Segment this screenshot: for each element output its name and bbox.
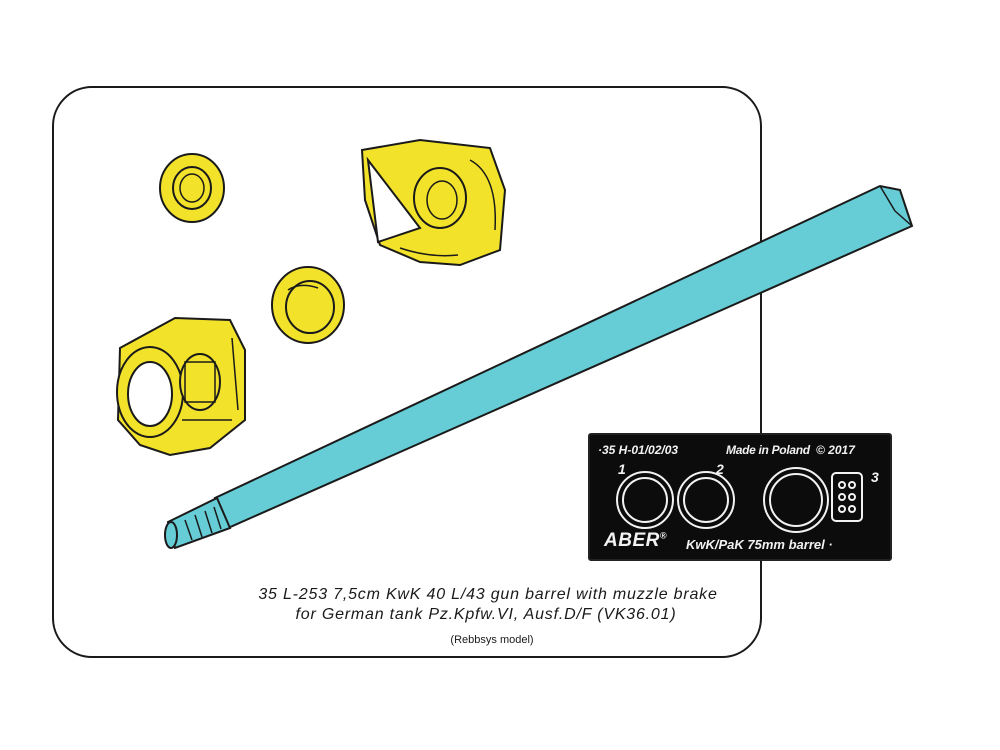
part-muzzle-brake-open <box>360 138 507 267</box>
fret-ring-1b <box>677 471 735 529</box>
fret-copyright: © 2017 <box>816 443 855 457</box>
fret-number-3: 3 <box>871 469 879 485</box>
fret-made-in: Made in Poland <box>726 443 810 457</box>
barrel-end <box>164 521 178 549</box>
fret-number-2: 2 <box>716 461 724 477</box>
caption-line-2: for German tank Pz.Kpfw.VI, Ausf.D/F (VK… <box>295 606 677 623</box>
photo-etch-fret: ·35 H-01/02/03 Made in Poland © 2017 1 2… <box>588 433 892 561</box>
fret-number-1: 1 <box>618 461 626 477</box>
part-small-ring-top <box>159 153 225 223</box>
caption-line-3: (Rebbsys model) <box>450 634 534 646</box>
gun-barrel <box>164 184 914 550</box>
fret-code: ·35 H-01/02/03 <box>598 443 679 457</box>
barrel-detail-line <box>879 185 896 212</box>
fret-brand-logo: ABER® <box>604 530 667 551</box>
part-muzzle-brake-closed <box>116 316 246 457</box>
fret-rings <box>616 467 863 533</box>
fret-product-name: KwK/PaK 75mm barrel · <box>686 537 833 552</box>
fret-ring-1a <box>616 471 674 529</box>
caption-line-1: 35 L-253 7,5cm KwK 40 L/43 gun barrel wi… <box>258 586 718 603</box>
thread-grooves <box>184 506 222 541</box>
part-ring-middle <box>271 266 345 344</box>
fret-part-3 <box>831 472 863 522</box>
card-frame <box>52 86 762 658</box>
barrel-detail-line-2 <box>894 210 913 227</box>
fret-ring-2 <box>763 467 829 533</box>
